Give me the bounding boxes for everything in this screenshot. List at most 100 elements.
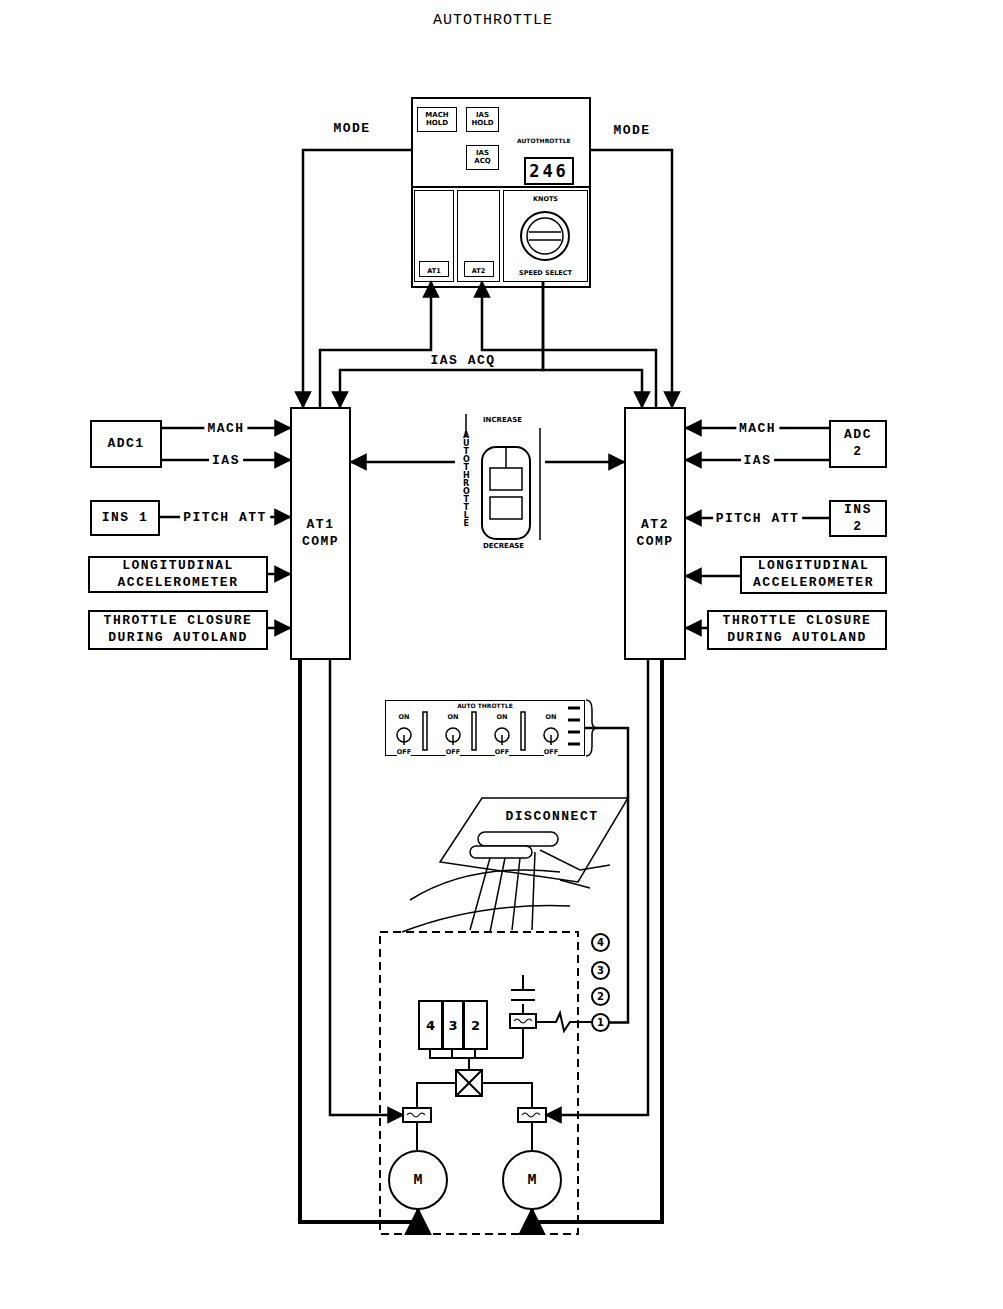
node-text: MACH HOLD <box>419 112 455 127</box>
node-text: THROTTLE CLOSURE DURING AUTOLAND <box>94 613 262 647</box>
switch-label: OFF <box>544 748 558 756</box>
connector <box>351 461 455 464</box>
node-text: IAS HOLD <box>468 112 497 127</box>
clutch-box: 2 <box>463 1000 488 1050</box>
switch-label: ON <box>497 713 508 721</box>
part-label: DISCONNECT <box>503 809 600 824</box>
node-text: 246 <box>529 161 569 181</box>
node-text: LONGITUDINAL ACCELEROMETER <box>746 558 881 592</box>
node-text: AUTOTHROTTLE <box>517 137 571 144</box>
speed-display: 246 <box>524 157 574 185</box>
node-text: INS 1 <box>102 510 149 527</box>
control-panel: AUTOTHROTTLE MACH HOLD IAS HOLD IAS ACQ 246A… <box>411 97 591 288</box>
connector <box>532 660 662 1222</box>
switch-label: ON <box>546 713 557 721</box>
connector <box>320 282 431 407</box>
connector <box>300 660 418 1222</box>
sensor-box: THROTTLE CLOSURE DURING AUTOLAND <box>707 610 887 650</box>
node-text: AT1 COMP <box>296 517 345 551</box>
edge-label: PITCH ATT <box>713 511 803 526</box>
motor-symbol: M <box>502 1150 562 1210</box>
node-text: 2 <box>597 991 604 1002</box>
engage-switch: AT1 <box>414 190 454 282</box>
sensor-box: INS 1 <box>90 500 160 536</box>
connector <box>686 575 740 578</box>
connector <box>543 282 642 407</box>
node-text: M <box>413 1172 422 1189</box>
sensor-box: LONGITUDINAL ACCELEROMETER <box>740 556 887 594</box>
switch-label: OFF <box>446 748 460 756</box>
callout-number: 2 <box>591 987 610 1006</box>
mode-button: IAS ACQ <box>466 145 499 170</box>
node-text: INS 2 <box>835 502 881 536</box>
edge-label: IAS <box>209 453 243 468</box>
node-text: DECREASE <box>483 542 524 550</box>
mode-button: IAS HOLD <box>466 107 499 132</box>
sensor-box: INS 2 <box>829 500 887 537</box>
connector <box>545 461 624 464</box>
edge-label: MODE <box>610 123 653 138</box>
node-text: 3 <box>448 1018 457 1033</box>
switch-label: ON <box>399 713 410 721</box>
speed-select: KNOTS SPEED SELECT <box>503 190 588 282</box>
node-text: AT1 <box>419 261 449 277</box>
sensor-box: ADC1 <box>90 420 162 468</box>
callout-number: 3 <box>591 961 610 980</box>
throttle-quadrant <box>402 798 628 932</box>
mode-button: MACH HOLD <box>417 107 457 132</box>
node-text: AT2 <box>464 261 494 277</box>
node-text: ADC1 <box>107 436 144 453</box>
edge-label: MACH <box>204 421 247 436</box>
switch-label: OFF <box>397 748 411 756</box>
node-text: AUTO THROTTLE <box>386 702 584 709</box>
edge-label: IAS <box>741 453 775 468</box>
page-title: AUTOTHROTTLE <box>0 12 986 29</box>
connector <box>482 282 656 407</box>
lever-switch-drawing <box>466 414 540 540</box>
connector <box>585 728 628 1023</box>
actuator-housing <box>380 932 578 1234</box>
node-text: 1 <box>597 1017 604 1028</box>
node-text: LONGITUDINAL ACCELEROMETER <box>94 558 262 592</box>
clutch-signal-line <box>330 660 403 1115</box>
node-text: M <box>527 1172 536 1189</box>
node-text: THROTTLE CLOSURE DURING AUTOLAND <box>713 613 881 647</box>
node-text: IAS ACQ <box>468 150 497 165</box>
clutch-box: 3 <box>442 1000 464 1050</box>
computer-box: AT1 COMP <box>290 407 351 660</box>
actuator-linkage <box>403 975 591 1150</box>
node-text: INCREASE <box>483 416 522 424</box>
node-text: 4 <box>426 1018 435 1033</box>
switch-label: OFF <box>495 748 509 756</box>
motor-symbol: M <box>388 1150 448 1210</box>
connector <box>686 627 707 630</box>
connector <box>591 150 672 407</box>
node-text: SPEED SELECT <box>519 269 572 277</box>
computer-box: AT2 COMP <box>624 407 686 660</box>
edge-label: MODE <box>330 121 373 136</box>
connector <box>268 627 290 630</box>
engage-switch: AT2 <box>457 190 500 282</box>
node-text: AT2 COMP <box>630 517 680 551</box>
edge-label: MACH <box>736 421 779 436</box>
panel-divider <box>411 186 590 188</box>
node-text: KNOTS <box>533 195 558 203</box>
callout-number: 4 <box>591 933 610 952</box>
lever-switch: INCREASE AUTOTHROTTLE DECREASE <box>455 412 545 552</box>
node-text: AUTOTHROTTLE <box>463 432 469 528</box>
connector <box>268 573 290 576</box>
node-text: 3 <box>597 965 604 976</box>
node-text: 2 <box>471 1018 480 1033</box>
callout-number: 1 <box>591 1013 610 1032</box>
signal-label: IAS ACQ <box>428 353 497 368</box>
clutch-box: 4 <box>418 1000 443 1050</box>
switch-label: ON <box>448 713 459 721</box>
connector <box>340 282 543 407</box>
node-text: 4 <box>597 937 604 948</box>
sensor-box: LONGITUDINAL ACCELEROMETER <box>88 556 268 593</box>
clutch-signal-line <box>546 660 648 1115</box>
speed-knob <box>521 212 569 260</box>
